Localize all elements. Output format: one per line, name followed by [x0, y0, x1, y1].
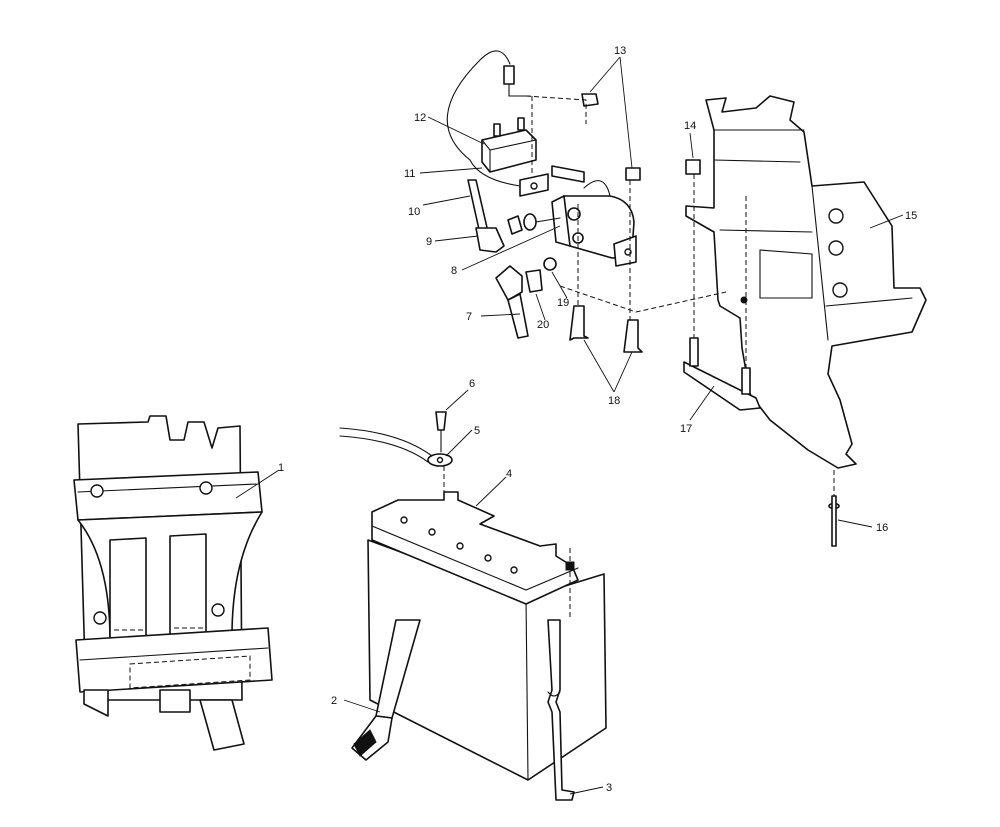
callout-14: 14	[684, 120, 696, 132]
cable-boot	[495, 265, 529, 339]
callout-3: 3	[606, 782, 612, 794]
battery-cable	[339, 411, 453, 467]
solenoid-hardware	[507, 213, 561, 293]
leader-lines	[235, 56, 904, 795]
stud-plate	[683, 337, 761, 411]
callout-10: 10	[408, 206, 420, 218]
battery	[367, 491, 607, 781]
callout-12: 12	[414, 112, 426, 124]
callout-20: 20	[537, 319, 549, 331]
wire	[469, 159, 521, 187]
callout-8: 8	[451, 265, 457, 277]
terminal-boot	[467, 179, 505, 253]
callout-5: 5	[474, 425, 480, 437]
assembly-lines	[443, 95, 835, 620]
solenoid	[551, 165, 637, 267]
vent-tube	[547, 619, 575, 801]
callout-1: 1	[278, 462, 284, 474]
callout-2: 2	[331, 695, 337, 707]
battery-strap	[351, 619, 421, 761]
callout-7: 7	[466, 311, 472, 323]
callout-19: 19	[557, 297, 569, 309]
callout-4: 4	[506, 468, 512, 480]
rivet	[828, 495, 840, 547]
callout-15: 15	[905, 210, 917, 222]
callout-11: 11	[404, 168, 415, 180]
callout-16: 16	[876, 522, 888, 534]
coil-bracket	[519, 173, 549, 197]
coil	[446, 50, 537, 173]
callout-13: 13	[614, 45, 626, 57]
mount-bracket	[685, 95, 927, 469]
callout-9: 9	[426, 236, 432, 248]
battery-box	[73, 415, 273, 751]
callout-6: 6	[469, 378, 475, 390]
callout-18: 18	[608, 395, 620, 407]
callout-labels: 1 2 3 4 5 6 7 8 9 10 11 12 13 14 15 16 1…	[278, 45, 917, 794]
bolts	[569, 305, 643, 353]
callout-17: 17	[680, 423, 692, 435]
